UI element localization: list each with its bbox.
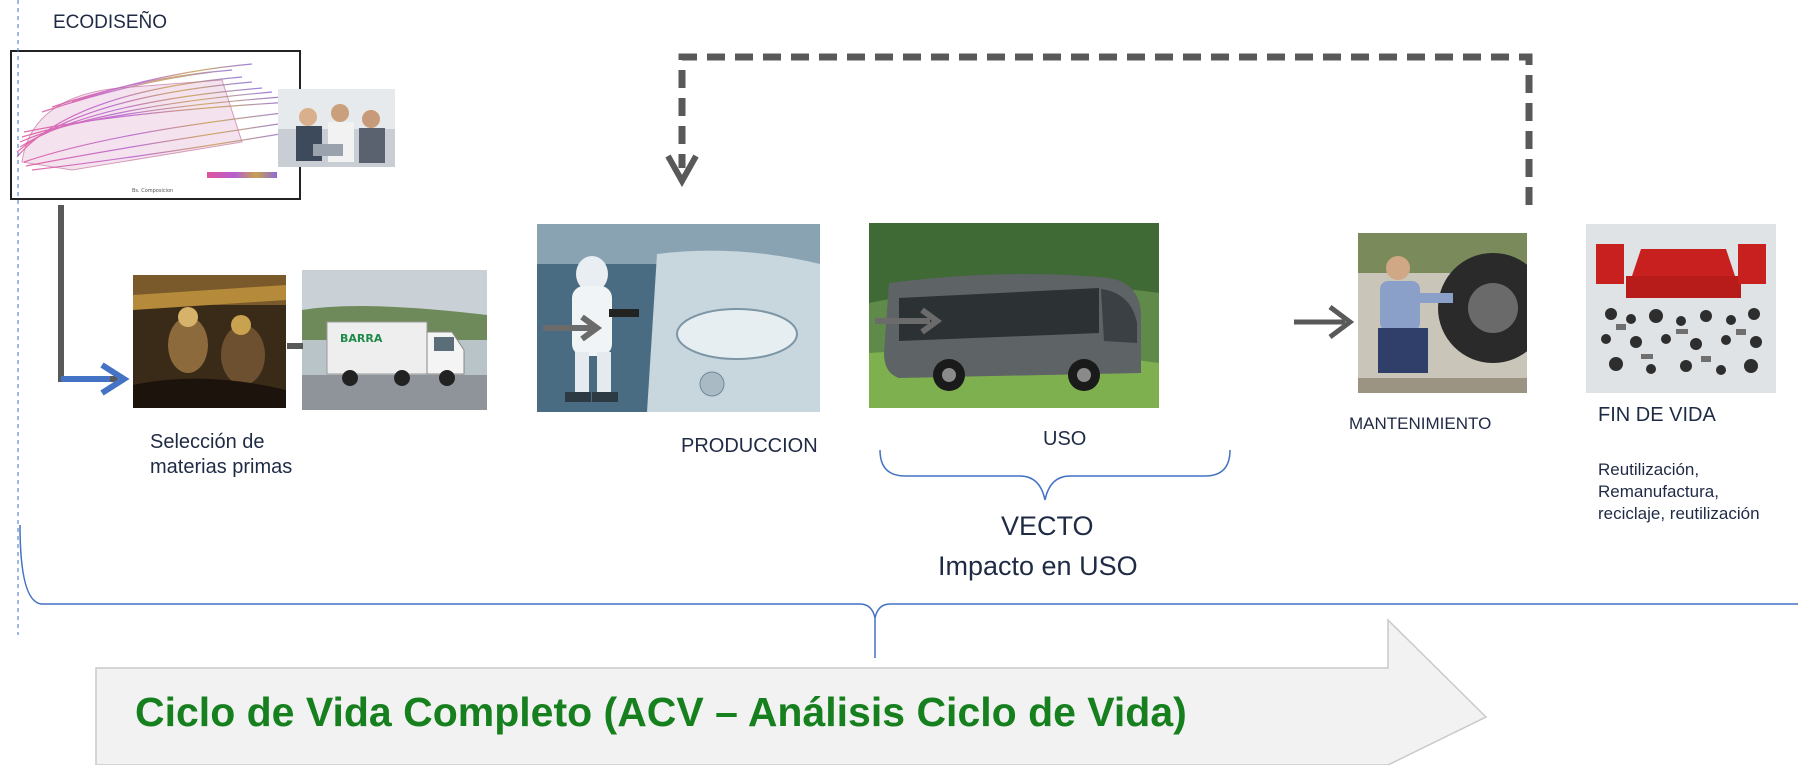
svg-text:BARRA: BARRA [340,332,383,345]
produccion-label: PRODUCCION [681,435,818,457]
uso-label: USO [1043,428,1087,450]
lifecycle-brace [19,524,1798,658]
vecto-label: VECTO [1001,511,1094,541]
mantenimiento-label: MANTENIMIENTO [1349,414,1492,433]
seleccion-label: Selección de materias primas [150,431,293,478]
delivery-truck-icon: BARRA [302,270,487,410]
engineers-image [278,89,395,167]
vecto-subtitle: Impacto en USO [938,551,1138,581]
blue-arrow-head [100,362,130,396]
ecodesign-connector [58,205,118,382]
mechanic-tire-icon [1358,233,1527,393]
truck-image: BARRA [302,270,487,410]
vecto-brace [879,449,1231,501]
maintenance-image [1358,233,1527,393]
disassembled-car-parts-icon [1586,224,1776,393]
fin-de-vida-label: FIN DE VIDA [1598,404,1716,426]
painter-spray-booth-icon [537,224,820,412]
lifecycle-banner-arrow [95,618,1488,765]
fin-de-vida-detail: Reutilización, Remanufactura, reciclaje,… [1598,460,1760,524]
production-arrow-head [580,314,603,342]
ecodesign-image: Bs. Composicion [10,50,301,200]
coach-bus-icon [869,223,1159,408]
mining-workers-icon [133,275,286,408]
mining-image [133,275,286,408]
feedback-loop-arrow-head [665,154,699,188]
use-arrow-head [920,307,943,335]
end-of-life-image [1586,224,1776,393]
svg-text:Bs. Composicion: Bs. Composicion [132,188,173,194]
use-image [869,223,1159,408]
lifecycle-banner-title: Ciclo de Vida Completo (ACV – Análisis C… [135,689,1187,735]
maintenance-arrow-head [1328,305,1355,339]
ecodiseno-label: ECODISEÑO [53,12,168,33]
production-image [537,224,820,412]
aerodynamic-bus-simulation-icon: Bs. Composicion [16,63,293,194]
feedback-loop-dashed [678,53,1533,205]
engineers-meeting-icon [278,89,395,167]
